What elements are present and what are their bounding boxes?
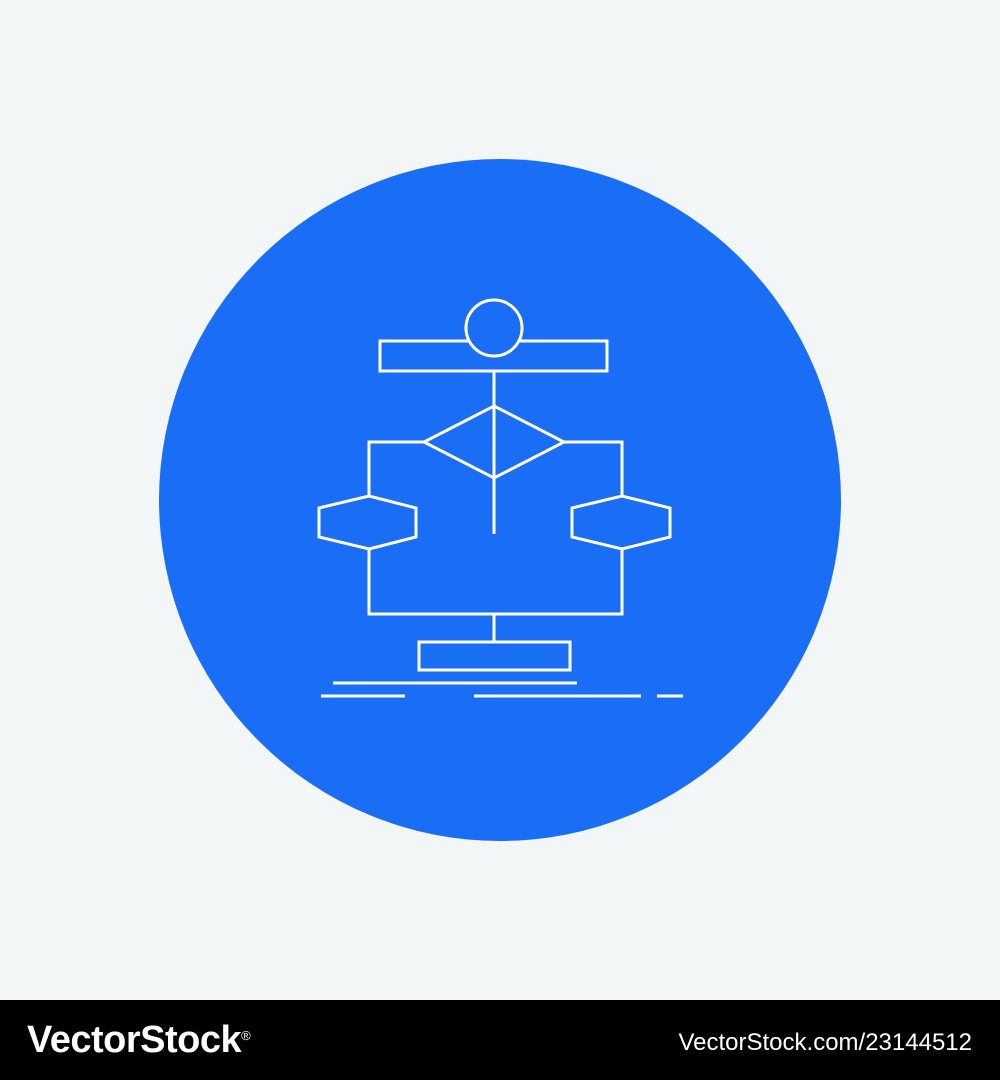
algorithm-flowchart-icon <box>317 298 683 698</box>
left-hexagon-shape <box>317 494 418 551</box>
right-branch-line <box>564 440 624 496</box>
registered-mark: ® <box>241 1028 251 1043</box>
blue-circle-background <box>159 159 841 841</box>
left-branch-line <box>367 440 424 496</box>
bottom-box-shape <box>417 640 572 672</box>
artwork <box>159 159 841 841</box>
brand-logo: VectorStock® <box>27 1016 251 1064</box>
start-circle-shape <box>464 298 524 358</box>
brand-text: VectorStock <box>27 1019 242 1061</box>
watermark-footer: VectorStock® VectorStock.com/23144512 <box>0 1000 1000 1080</box>
right-hexagon-shape <box>570 494 672 551</box>
image-id-text: VectorStock.com/23144512 <box>678 1029 972 1056</box>
